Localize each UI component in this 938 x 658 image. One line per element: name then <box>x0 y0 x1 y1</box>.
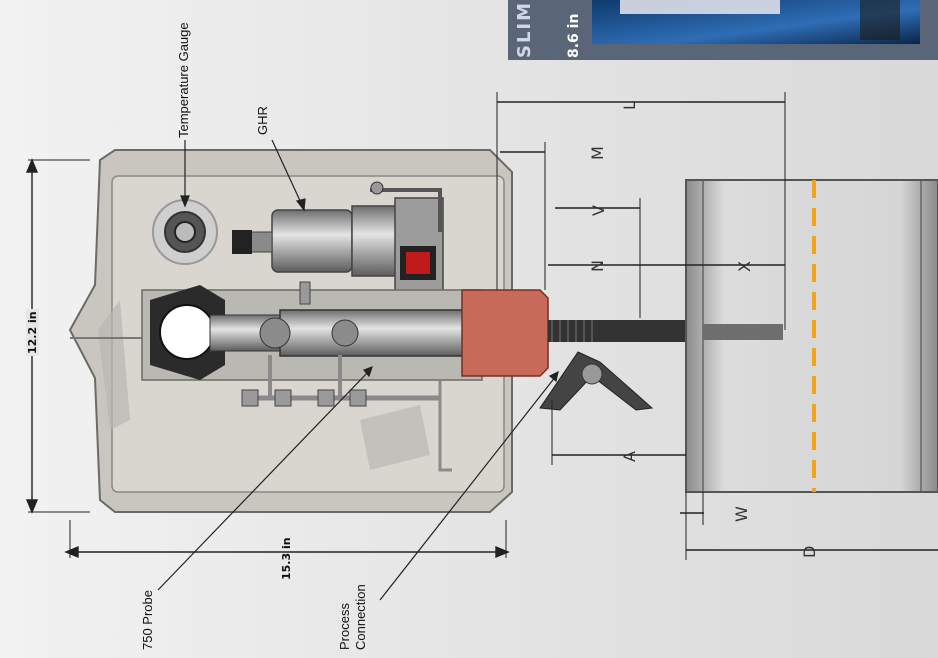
dim-letter-m: M <box>588 146 607 160</box>
dim-letter-n: N <box>588 260 607 272</box>
label-ghr: GHR <box>255 106 270 135</box>
label-temperature-gauge: Temperature Gauge <box>176 22 191 138</box>
dim-letter-d: D <box>800 545 819 558</box>
inset-subtitle: 8.6 in <box>566 13 582 58</box>
dimension-width: 15.3 in <box>280 537 293 580</box>
dimension-height: 12.2 in <box>26 309 39 356</box>
inset-title: SLIM <box>514 0 535 58</box>
ghr-assembly <box>232 181 444 299</box>
label-750-probe: 750 Probe <box>140 590 155 650</box>
inset-photo <box>508 0 938 60</box>
dim-letter-w: W <box>732 506 751 522</box>
dimension-lines <box>25 92 938 560</box>
temperature-gauge <box>152 199 218 265</box>
process-pipe <box>685 179 938 493</box>
label-process: Process <box>337 603 352 650</box>
dim-letter-l: L <box>620 101 639 110</box>
label-connection: Connection <box>353 584 368 650</box>
dim-letter-v: V <box>589 205 608 216</box>
dim-letter-x: X <box>735 261 754 272</box>
dim-letter-a: A <box>620 451 639 462</box>
callout-leaders <box>157 139 559 601</box>
probe-manifold <box>141 281 483 472</box>
